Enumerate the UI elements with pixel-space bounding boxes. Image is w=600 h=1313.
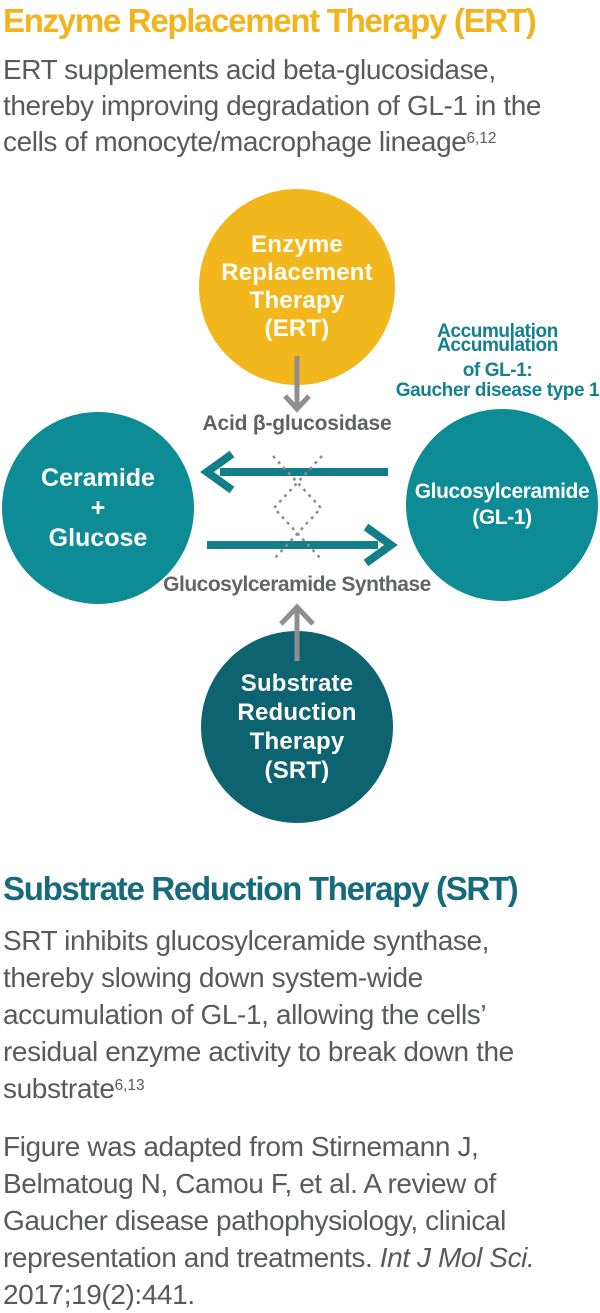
srt-paragraph-text: SRT inhibits glucosylceramide synthase, … [3,925,514,1104]
right-arrow-icon [207,523,398,567]
citation-tail: 2017;19(2):441. [3,1279,195,1310]
accumulation-line: Accumulation [437,321,558,342]
citation-journal-italic: Int J Mol Sci. [379,1242,535,1273]
citation: Figure was adapted from Stirnemann J, Be… [3,1128,597,1313]
srt-circle: Substrate Reduction Therapy (SRT) [201,631,393,823]
srt-reference-superscript: 6,13 [114,1076,145,1094]
ert-circle: Enzyme Replacement Therapy (ERT) [199,189,395,385]
dotted-cross-icon [272,455,323,561]
accumulation-line: of GL-1: [462,360,533,381]
ert-reference-superscript: 6,12 [466,129,497,147]
accumulation-line: Gaucher disease type 1 [395,380,600,401]
glucosylceramide-circle: Glucosylceramide (GL-1) [406,409,598,601]
accumulation-line: Accumulation [437,335,558,356]
pathway-diagram: Enzyme Replacement Therapy (ERT) Ceramid… [0,180,600,852]
srt-heading: Substrate Reduction Therapy (SRT) [3,870,519,907]
glucosylceramide-synthase-label: Glucosylceramide Synthase [163,573,431,596]
ceramide-glucose-circle: Ceramide + Glucose [2,412,194,604]
ert-paragraph: ERT supplements acid beta-glucosidase, t… [3,52,597,165]
citation-text: Figure was adapted from Stirnemann J, Be… [3,1131,506,1273]
accumulation-annotation: Accumulation Accumulation of GL-1: Gauch… [395,321,600,406]
srt-paragraph: SRT inhibits glucosylceramide synthase, … [3,922,597,1112]
acid-beta-glucosidase-label: Acid β-glucosidase [202,412,392,435]
left-arrow-icon [200,450,388,494]
ert-paragraph-text: ERT supplements acid beta-glucosidase, t… [3,54,542,157]
ert-heading: Enzyme Replacement Therapy (ERT) [3,2,537,39]
